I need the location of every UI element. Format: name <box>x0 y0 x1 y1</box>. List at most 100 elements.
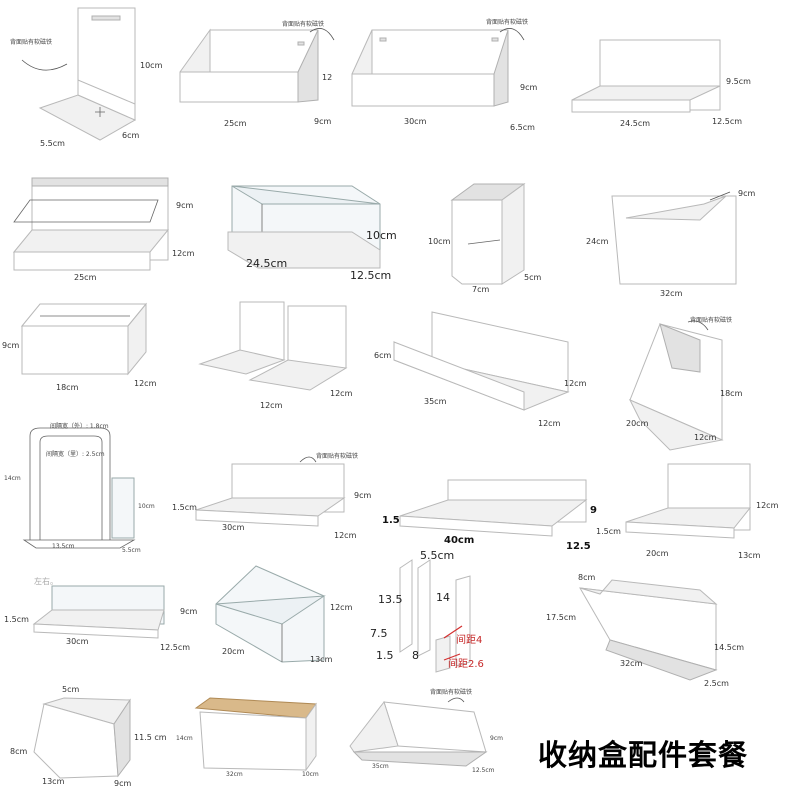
product-acrylic-shelf <box>32 585 165 639</box>
product-angled-basket <box>33 697 131 779</box>
dim-label: 30cm <box>222 523 245 532</box>
dim-label: 13cm <box>42 777 65 786</box>
dim-label: 8cm <box>578 573 596 582</box>
dim-label: 5.5cm <box>122 547 141 554</box>
dim-label: 13cm <box>310 655 333 664</box>
dim-label: 12.5cm <box>160 643 191 652</box>
dim-label: 1.5cm <box>4 615 29 624</box>
dim-label: 9 <box>590 505 597 516</box>
dim-label: 9cm <box>2 341 20 350</box>
dim-label: 1.5cm <box>596 527 621 536</box>
dim-label: 8cm <box>10 747 28 756</box>
dim-label: 13.5cm <box>52 543 75 550</box>
dim-label: 32cm <box>620 659 643 668</box>
dim-label: 40cm <box>444 535 475 546</box>
dim-label: 10cm <box>302 771 319 778</box>
dim-label: 5cm <box>524 273 542 282</box>
dim-label: 1.5 <box>382 515 400 526</box>
product-wooden-lid-box <box>194 697 317 772</box>
dim-label: 12 <box>322 73 333 82</box>
dim-label: 6cm <box>374 351 392 360</box>
product-towel-shelf <box>12 177 170 271</box>
product-long-shelf-35 <box>393 311 570 411</box>
product-angled-shelf-35 <box>349 697 488 767</box>
dim-label: 25cm <box>74 273 97 282</box>
dim-label: 12cm <box>538 419 561 428</box>
dim-label: 12cm <box>694 433 717 442</box>
dim-label: 9cm <box>314 117 332 126</box>
dim-label: 35cm <box>424 397 447 406</box>
dim-label: 间距4 <box>456 635 483 646</box>
dim-label: 18cm <box>720 389 743 398</box>
product-bookends <box>198 301 348 391</box>
dim-label: 30cm <box>66 637 89 646</box>
dim-label: 6cm <box>122 131 140 140</box>
dim-label: 11.5 cm <box>134 733 167 742</box>
dim-label: 10cm <box>366 229 397 242</box>
product-divider-kit <box>399 559 471 673</box>
dim-label: 12cm <box>330 389 353 398</box>
dim-label: 12cm <box>564 379 587 388</box>
product-wall-box-30 <box>351 28 525 107</box>
dim-label: 5.5cm <box>40 139 65 148</box>
dim-label: 18cm <box>56 383 79 392</box>
product-wall-box-25 <box>179 28 335 103</box>
dim-label: 24cm <box>586 237 609 246</box>
magnet-note: 背面贴有软磁铁 <box>430 689 473 696</box>
dim-label: 12cm <box>334 531 357 540</box>
dim-label: 2.5cm <box>704 679 729 688</box>
dim-label: 35cm <box>372 763 389 770</box>
magnet-note: 背面贴有软磁铁 <box>486 19 529 26</box>
dim-label: 1.5cm <box>172 503 197 512</box>
dim-label: 10cm <box>140 61 163 70</box>
dim-label: 9.5cm <box>726 77 751 86</box>
dim-label: 14.5cm <box>714 643 745 652</box>
product-wall-box-32 <box>611 191 737 285</box>
dim-label: 7.5 <box>370 627 388 640</box>
dim-label: 12cm <box>172 249 195 258</box>
dim-label: 9cm <box>738 189 756 198</box>
dim-label: 10cm <box>428 237 451 246</box>
dim-label: 9cm <box>176 201 194 210</box>
dim-label: 5cm <box>62 685 80 694</box>
dim-label: 9cm <box>180 607 198 616</box>
dim-label: 20cm <box>626 419 649 428</box>
dim-label: 17.5cm <box>546 613 577 622</box>
dim-label: 5.5cm <box>420 549 455 562</box>
dim-label: 12.5 <box>566 541 591 552</box>
dim-label: 32cm <box>660 289 683 298</box>
dim-label: 13.5 <box>378 593 403 606</box>
product-shelf-20 <box>625 463 752 539</box>
product-file-rack <box>22 427 136 549</box>
product-hanging-basket <box>579 579 718 681</box>
product-phone-stand <box>21 7 137 141</box>
dim-label: 25cm <box>224 119 247 128</box>
dim-label: 20cm <box>646 549 669 558</box>
magnet-note: 背面贴有软磁铁 <box>282 21 325 28</box>
product-pen-holder <box>450 183 526 285</box>
magnet-note: 背面贴有软磁铁 <box>690 317 733 324</box>
dim-label: 12cm <box>260 401 283 410</box>
dim-label: 9cm <box>490 735 503 742</box>
dim-label: 左右。 <box>34 577 58 586</box>
dim-label: 10cm <box>138 503 155 510</box>
product-shelf-24 <box>571 39 721 113</box>
dim-label: 30cm <box>404 117 427 126</box>
dim-label: 6.5cm <box>510 123 535 132</box>
dim-label: 32cm <box>226 771 243 778</box>
dim-label: 间隔宽（里）: 2.5cm <box>46 451 105 458</box>
dim-label: 14 <box>436 591 450 604</box>
dim-label: 13cm <box>738 551 761 560</box>
dim-label: 间距2.6 <box>448 659 484 670</box>
dim-label: 9cm <box>520 83 538 92</box>
dim-label: 12.5cm <box>350 269 392 282</box>
dim-label: 间隔宽（外）: 1.8cm <box>50 423 109 430</box>
dim-label: 9cm <box>354 491 372 500</box>
magnet-note: 背面贴有软磁铁 <box>10 39 53 46</box>
product-angled-box <box>628 320 724 451</box>
dim-label: 12cm <box>330 603 353 612</box>
product-acrylic-box <box>227 185 381 269</box>
dim-label: 20cm <box>222 647 245 656</box>
dim-label: 24.5cm <box>246 257 288 270</box>
